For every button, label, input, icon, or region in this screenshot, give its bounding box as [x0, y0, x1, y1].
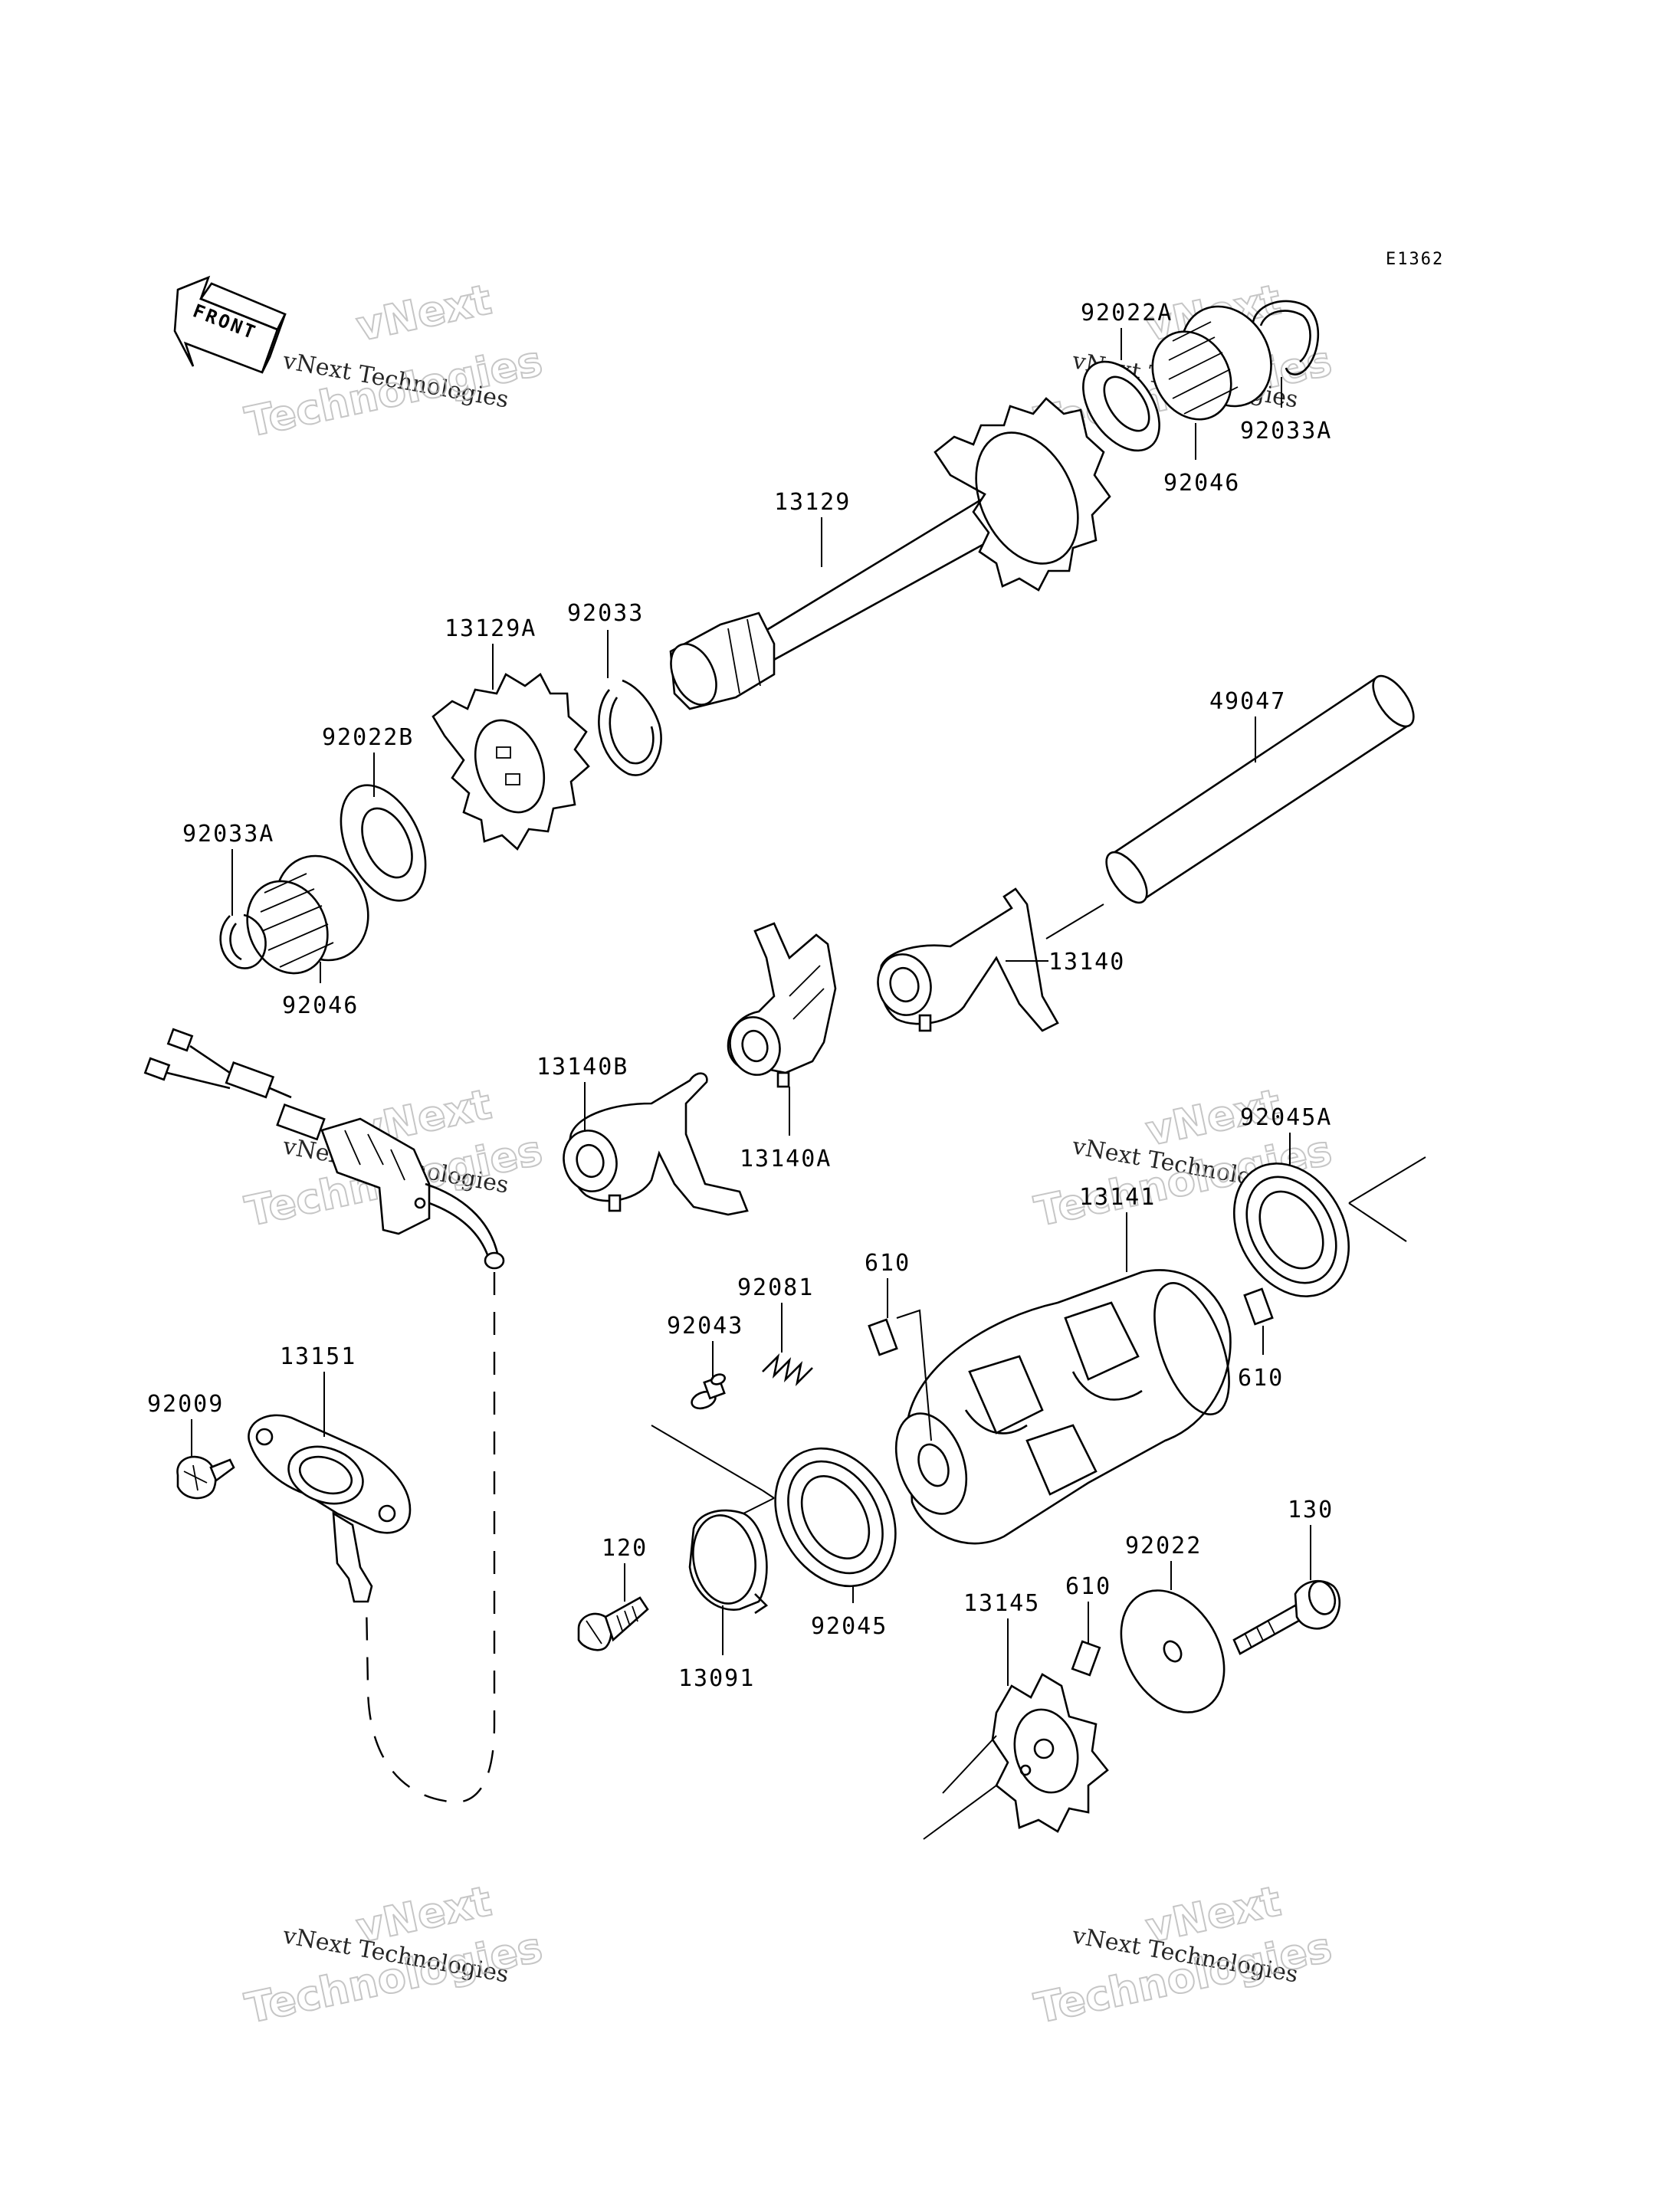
washer-92022-drawing [1120, 1589, 1226, 1713]
label-group-13129A: 13129A [445, 615, 536, 690]
assembly-arrow-right-drawing [1348, 1156, 1426, 1242]
label-group-92033A-top: 92033A [1240, 377, 1332, 444]
switch-harness-drawing [143, 1028, 505, 1270]
svg-text:92022B: 92022B [322, 724, 414, 751]
label-group-13140: 13140 [1006, 949, 1125, 976]
svg-text:13141: 13141 [1079, 1184, 1156, 1211]
svg-text:13145: 13145 [963, 1590, 1040, 1617]
svg-text:610: 610 [1065, 1573, 1111, 1600]
shift-fork-13140a-drawing [727, 922, 837, 1088]
cam-plate-13091-drawing [688, 1509, 769, 1615]
svg-text:92046: 92046 [1163, 470, 1240, 497]
pin-610-b-drawing [1243, 1287, 1274, 1326]
label-group-13091: 13091 [678, 1605, 755, 1692]
star-plate-13145-drawing [923, 1673, 1109, 1840]
label-group-92046-top: 92046 [1163, 423, 1240, 497]
svg-text:92043: 92043 [667, 1313, 743, 1340]
svg-text:13129: 13129 [774, 489, 851, 516]
circlip-92033-drawing [598, 679, 662, 776]
svg-text:120: 120 [602, 1535, 648, 1562]
label-group-92081: 92081 [737, 1274, 814, 1353]
diagram-code: E1362 [1386, 250, 1444, 269]
svg-text:13140A: 13140A [740, 1146, 832, 1172]
pin-92043-drawing [691, 1373, 727, 1410]
wiring-route-drawing [365, 1272, 496, 1803]
label-group-92022: 92022 [1125, 1533, 1202, 1590]
circlip-92033a-left-drawing [219, 913, 267, 969]
svg-text:92033: 92033 [567, 600, 644, 627]
svg-text:13140B: 13140B [536, 1054, 628, 1080]
holder-13151-drawing [248, 1414, 412, 1603]
svg-text:92009: 92009 [147, 1391, 224, 1418]
label-group-610-a: 610 [865, 1250, 911, 1318]
watermark-top-left: vNext vNext Technologies Technologies [241, 274, 547, 448]
needle-bearing-92046-left-drawing [246, 854, 369, 975]
screw-92009-drawing [176, 1455, 235, 1500]
watermark-bottom-right: vNext vNext Technologies Technologies [1030, 1876, 1337, 2034]
label-group-92043: 92043 [667, 1313, 743, 1379]
label-group-92046-left: 92046 [282, 962, 359, 1019]
label-group-13140A: 13140A [740, 1087, 832, 1172]
svg-text:92045A: 92045A [1240, 1104, 1332, 1131]
bearing-92045a-drawing [1232, 1162, 1350, 1297]
bolt-120-drawing [577, 1596, 649, 1651]
pin-610-c-drawing [1071, 1640, 1101, 1677]
svg-text:92046: 92046 [282, 992, 359, 1019]
svg-text:92045: 92045 [811, 1613, 888, 1640]
gear-13129a-drawing [431, 673, 590, 851]
label-group-120: 120 [602, 1535, 648, 1602]
label-group-92033: 92033 [567, 600, 644, 678]
svg-text:49047: 49047 [1209, 688, 1286, 715]
svg-text:130: 130 [1288, 1497, 1334, 1523]
svg-text:92022: 92022 [1125, 1533, 1202, 1559]
shift-fork-13140-drawing [877, 887, 1059, 1032]
gear-shaft-13129-drawing [669, 397, 1111, 710]
label-group-130: 130 [1288, 1497, 1334, 1580]
label-group-92022B: 92022B [322, 724, 414, 797]
svg-text:92081: 92081 [737, 1274, 814, 1301]
label-group-13140B: 13140B [536, 1054, 628, 1132]
label-group-610-b: 610 [1238, 1326, 1284, 1392]
label-group-13129: 13129 [774, 489, 851, 567]
label-group-92022A: 92022A [1081, 300, 1173, 360]
label-group-49047: 49047 [1209, 688, 1286, 762]
svg-text:13140: 13140 [1048, 949, 1125, 976]
bolt-130-drawing [1232, 1579, 1340, 1655]
shift-fork-13140b-drawing [563, 1072, 749, 1216]
svg-text:13091: 13091 [678, 1665, 755, 1692]
label-group-92009: 92009 [147, 1391, 224, 1456]
washer-92022a-drawing [1082, 360, 1160, 452]
front-arrow-icon: FRONT [173, 275, 287, 374]
spring-92081-drawing [762, 1353, 813, 1386]
label-group-610-c: 610 [1065, 1573, 1111, 1644]
svg-text:13129A: 13129A [445, 615, 536, 642]
label-group-92033A-left: 92033A [182, 821, 274, 916]
needle-bearing-92046-top-drawing [1151, 305, 1272, 421]
svg-text:13151: 13151 [280, 1343, 356, 1370]
circlip-92033a-top-drawing [1252, 300, 1320, 375]
svg-text:92033A: 92033A [1240, 418, 1332, 444]
svg-text:92022A: 92022A [1081, 300, 1173, 326]
svg-text:92033A: 92033A [182, 821, 274, 848]
pin-610-a-drawing [868, 1309, 932, 1441]
svg-text:610: 610 [865, 1250, 911, 1277]
assembly-guide-drawing [651, 1425, 775, 1514]
bearing-92045-drawing [774, 1447, 897, 1588]
svg-text:vNext: vNext [353, 275, 496, 351]
shift-drum-13141-drawing [894, 1269, 1232, 1545]
label-group-13141: 13141 [1079, 1184, 1156, 1272]
watermark-bottom-left: vNext vNext Technologies Technologies [241, 1876, 547, 2034]
label-group-92045A: 92045A [1240, 1104, 1332, 1165]
washer-92022b-drawing [340, 784, 427, 902]
label-group-92045: 92045 [811, 1586, 888, 1640]
label-group-13151: 13151 [280, 1343, 356, 1437]
shift-rod-49047-drawing [1045, 674, 1415, 939]
svg-text:610: 610 [1238, 1365, 1284, 1392]
label-group-13145: 13145 [963, 1590, 1040, 1686]
